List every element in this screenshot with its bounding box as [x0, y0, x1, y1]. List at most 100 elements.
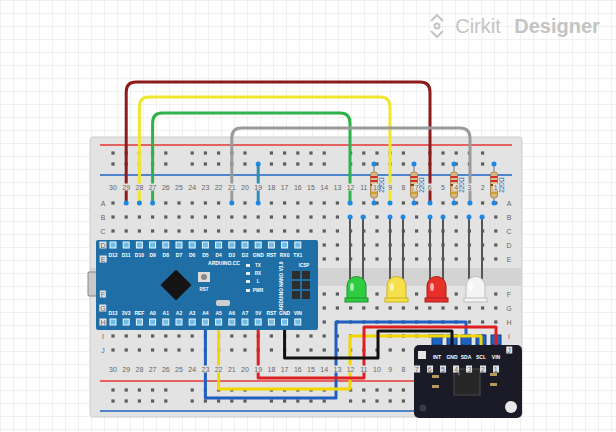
breadboard-hole — [309, 162, 312, 165]
jumper-wire — [126, 82, 470, 203]
breadboard-hole — [494, 229, 497, 232]
breadboard-hole — [138, 388, 141, 391]
row-letter: C — [505, 228, 512, 235]
breadboard-hole — [191, 348, 194, 351]
breadboard-hole — [362, 388, 365, 391]
breadboard-hole — [243, 229, 246, 232]
breadboard-hole — [455, 151, 458, 154]
breadboard-hole — [402, 399, 405, 402]
breadboard-hole — [164, 229, 167, 232]
resistor-symbol — [371, 164, 498, 203]
breadboard-hole — [270, 388, 273, 391]
pin-label: D4 — [215, 253, 221, 258]
breadboard-hole — [151, 348, 154, 351]
pin-label: A2 — [176, 311, 182, 316]
column-number: 13 — [332, 184, 342, 191]
breadboard-hole — [389, 399, 392, 402]
breadboard-hole — [138, 201, 141, 204]
breadboard-hole — [125, 334, 128, 337]
led-symbol — [390, 283, 394, 291]
sensor-header-pin — [447, 335, 457, 345]
pin-label: GND — [279, 311, 290, 316]
breadboard-hole — [362, 306, 365, 309]
breadboard-hole — [402, 162, 405, 165]
breadboard-hole — [230, 229, 233, 232]
breadboard-hole — [481, 320, 484, 323]
column-number: 7 — [414, 366, 420, 373]
breadboard-hole — [415, 215, 418, 218]
resistor-symbol — [491, 180, 498, 182]
row-letter: G — [99, 305, 106, 312]
breadboard-hole — [375, 243, 378, 246]
breadboard-hole — [375, 151, 378, 154]
breadboard-hole — [111, 229, 114, 232]
breadboard-hole — [441, 162, 444, 165]
led-symbol — [350, 283, 354, 291]
breadboard-hole — [375, 292, 378, 295]
breadboard-hole — [191, 334, 194, 337]
column-number: 16 — [293, 184, 303, 191]
led-symbol — [425, 217, 448, 302]
breadboard-hole — [362, 151, 365, 154]
breadboard-hole — [164, 399, 167, 402]
board-marking: ARDUINO.CC — [208, 261, 240, 266]
breadboard-hole — [336, 320, 339, 323]
watermark: Cirkit — [455, 16, 501, 36]
wire-endpoint — [492, 201, 497, 206]
breadboard-hole — [243, 162, 246, 165]
breadboard-hole — [230, 388, 233, 391]
breadboard-hole — [283, 215, 286, 218]
breadboard-hole — [243, 334, 246, 337]
breadboard-hole — [111, 399, 114, 402]
column-number: 21 — [227, 184, 237, 191]
pin-label: A5 — [215, 311, 221, 316]
breadboard-hole — [138, 215, 141, 218]
breadboard-hole — [257, 334, 260, 337]
pin-label: D12 — [108, 253, 117, 258]
column-number: 29 — [121, 184, 131, 191]
pin-label: VIN — [492, 355, 500, 360]
breadboard-hole — [230, 348, 233, 351]
breadboard-hole — [296, 162, 299, 165]
row-letter: F — [506, 291, 512, 298]
breadboard-hole — [389, 388, 392, 391]
breadboard-hole — [375, 257, 378, 260]
breadboard-hole — [296, 348, 299, 351]
column-number: 20 — [240, 366, 250, 373]
breadboard-hole — [336, 215, 339, 218]
wire-endpoint — [467, 215, 472, 220]
breadboard-hole — [296, 201, 299, 204]
breadboard-hole — [455, 243, 458, 246]
wire-endpoint — [480, 215, 485, 220]
board-marking: RX — [255, 272, 261, 277]
column-number: 18 — [266, 184, 276, 191]
breadboard-hole — [164, 388, 167, 391]
breadboard-hole — [389, 348, 392, 351]
board-marking: L — [257, 280, 260, 285]
column-number: 26 — [161, 366, 171, 373]
breadboard-hole — [283, 229, 286, 232]
board-marking: ARDUINO NANO V3.0 — [280, 261, 285, 310]
breadboard-hole — [164, 215, 167, 218]
column-number: 15 — [306, 184, 316, 191]
column-number: 27 — [148, 184, 158, 191]
wire-endpoint — [372, 201, 377, 206]
column-number: 24 — [187, 184, 197, 191]
breadboard-hole — [481, 151, 484, 154]
breadboard-hole — [243, 215, 246, 218]
breadboard-hole — [217, 388, 220, 391]
column-number: 22 — [214, 366, 224, 373]
breadboard-hole — [217, 229, 220, 232]
breadboard-hole — [455, 306, 458, 309]
breadboard-hole — [375, 215, 378, 218]
column-number: 12 — [346, 184, 356, 191]
breadboard-hole — [138, 334, 141, 337]
column-number: 23 — [200, 366, 210, 373]
column-number: 4 — [453, 366, 459, 373]
breadboard-hole — [164, 162, 167, 165]
breadboard-hole — [323, 215, 326, 218]
column-number: 14 — [319, 184, 329, 191]
wire-endpoint — [441, 215, 446, 220]
column-number: 1 — [493, 366, 499, 373]
breadboard-hole — [217, 215, 220, 218]
